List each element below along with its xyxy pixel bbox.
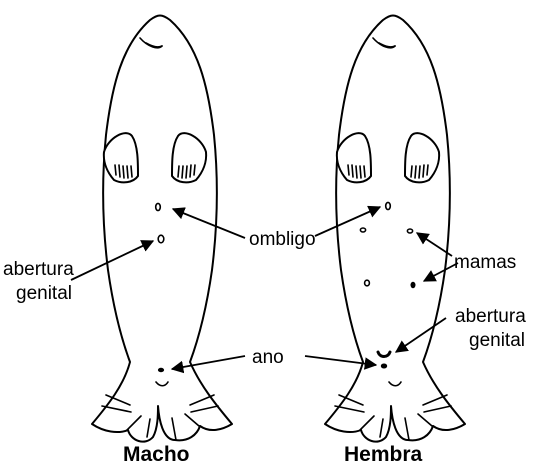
female-mamma [365,280,370,286]
male-seal [92,16,232,442]
female-mamma [360,228,365,232]
label-ombligo: ombligo [249,229,316,250]
label-mamas: mamas [454,252,516,273]
label-abertura-left-1: abertura [3,259,74,280]
label-abertura-left-2: genital [16,283,72,304]
label-abertura-right-1: abertura [455,306,526,327]
female-mamma [407,229,412,233]
female-navel [386,202,391,209]
female-title: Hembra [344,443,423,466]
female-mamma [411,282,415,288]
male-genital-opening [158,235,164,243]
male-navel [156,203,161,210]
female-seal [325,16,465,442]
female-anus [381,364,386,368]
label-abertura-right-2: genital [469,330,525,351]
male-title: Macho [123,443,190,466]
male-anus [158,368,163,371]
label-ano: ano [252,347,284,368]
